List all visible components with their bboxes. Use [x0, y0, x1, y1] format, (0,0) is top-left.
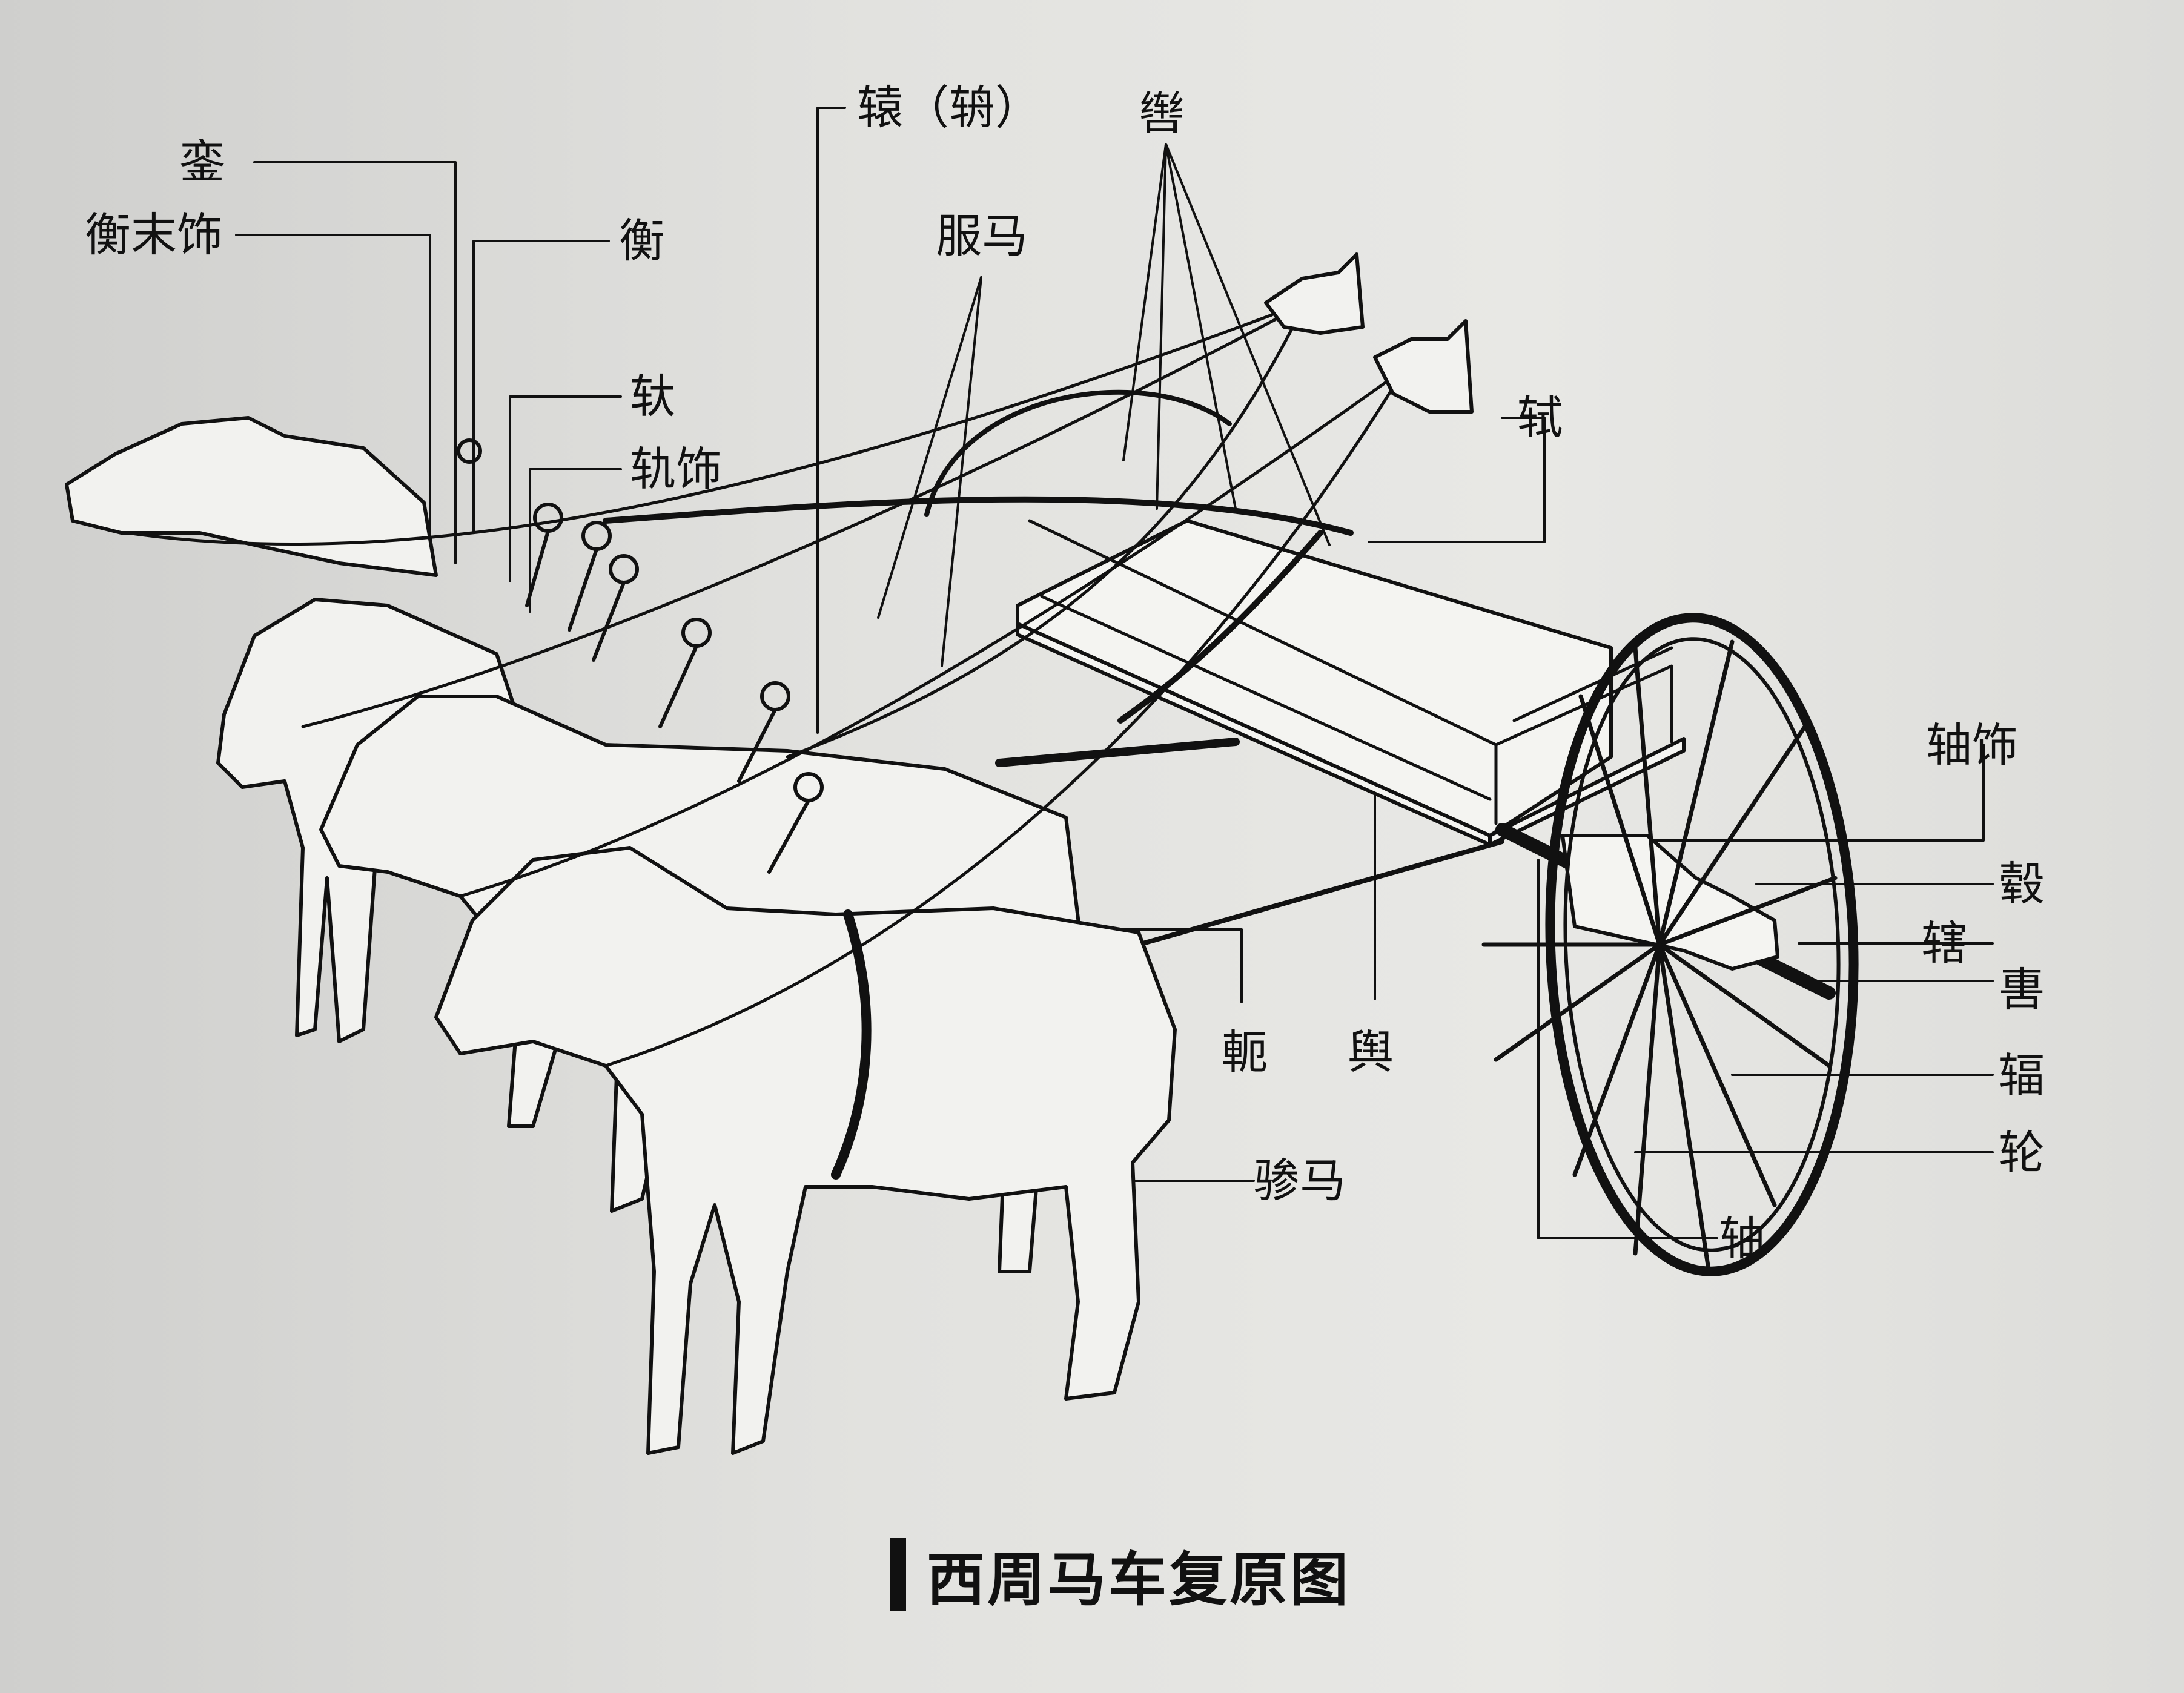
label-gui-shi: 轨饰 [630, 442, 722, 496]
driver-hand-2 [1373, 319, 1474, 414]
label-heng: 衡 [619, 214, 665, 268]
label-luan: 銮 [179, 135, 225, 189]
label-fu-ma: 服马 [936, 209, 1028, 263]
label-lun: 轮 [1999, 1126, 2045, 1180]
caption: 西周马车复原图 [890, 1538, 1351, 1614]
label-ni: 轪 [630, 369, 676, 423]
chariot-box [1016, 519, 1686, 846]
label-zhou: 轴 [1719, 1212, 1765, 1266]
label-zhou-shi: 轴饰 [1926, 718, 2018, 772]
caption-text: 西周马车复原图 [927, 1545, 1351, 1614]
reins [125, 313, 1395, 1068]
chariot-railing [1028, 519, 1673, 825]
horse-4 [434, 846, 1177, 1455]
label-yu: 舆 [1348, 1025, 1394, 1079]
label-xia: 辖 [1921, 916, 1967, 970]
label-shi: 轼 [1517, 391, 1563, 444]
label-can-ma: 骖马 [1254, 1153, 1346, 1207]
caption-bar [890, 1538, 906, 1611]
wheel [1481, 613, 1859, 1276]
label-gu: 毂 [1999, 857, 2045, 911]
label-yuan: 辕（辀） [857, 81, 1041, 134]
label-fu: 辐 [1999, 1048, 2045, 1102]
yoke-ornaments [457, 438, 824, 874]
label-pei: 辔 [1139, 87, 1185, 140]
label-e: 軛 [1222, 1025, 1268, 1079]
label-wei: 軎 [1999, 963, 2045, 1017]
driver-hand-1 [1264, 252, 1365, 335]
chariot-pole [603, 496, 1354, 536]
label-heng-mo-shi: 衡末饰 [85, 208, 223, 262]
horse-1 [65, 416, 438, 577]
